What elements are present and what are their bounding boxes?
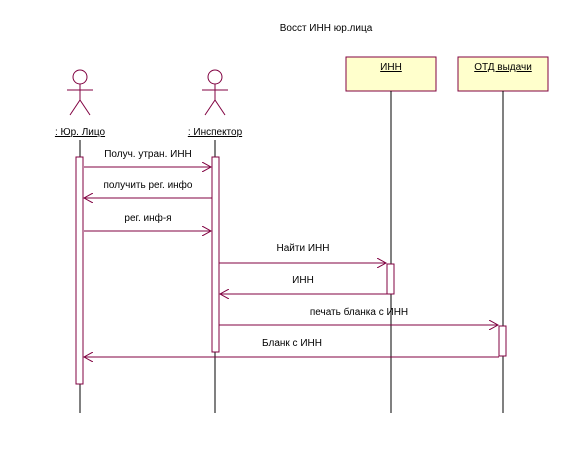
activation-bar-insp — [211, 156, 220, 353]
activation-bar-otd — [498, 325, 507, 357]
object-label-otd: ОТД выдачи — [474, 62, 532, 73]
message-label: Найти ИНН — [277, 243, 330, 254]
message-1[interactable]: Получ. утран. ИНН — [84, 149, 211, 167]
object-label-inn: ИНН — [380, 62, 402, 73]
message-6[interactable]: печать бланка с ИНН — [219, 306, 498, 325]
message-label: ИНН — [292, 275, 314, 286]
object-box-inn — [345, 56, 437, 92]
object-otd[interactable]: ОТД выдачи — [457, 56, 549, 92]
activation-bar-inn — [386, 263, 395, 295]
message-5[interactable]: ИНН — [220, 275, 387, 294]
message-label: Получ. утран. ИНН — [104, 149, 192, 160]
message-label: получить рег. инфо — [104, 179, 193, 191]
message-4[interactable]: Найти ИНН — [219, 243, 386, 263]
stick-figure-icon — [202, 69, 228, 116]
object-inn[interactable]: ИНН — [345, 56, 437, 92]
message-label: рег. инф-я — [124, 212, 171, 224]
actor-insp[interactable]: : Инспектор — [188, 69, 243, 138]
actor-ul[interactable]: : Юр. Лицо — [55, 69, 106, 138]
message-label: печать бланка с ИНН — [310, 306, 408, 318]
activation-bar-ul — [75, 156, 84, 385]
message-3[interactable]: рег. инф-я — [84, 212, 211, 231]
message-label: Бланк с ИНН — [262, 338, 322, 349]
message-7[interactable]: Бланк с ИНН — [84, 338, 499, 357]
stick-figure-icon — [67, 69, 93, 116]
diagram-title: Восст ИНН юр.лица — [280, 23, 373, 34]
message-2[interactable]: получить рег. инфо — [84, 179, 212, 198]
actor-label-insp: : Инспектор — [188, 127, 243, 138]
actor-label-ul: : Юр. Лицо — [55, 127, 106, 138]
